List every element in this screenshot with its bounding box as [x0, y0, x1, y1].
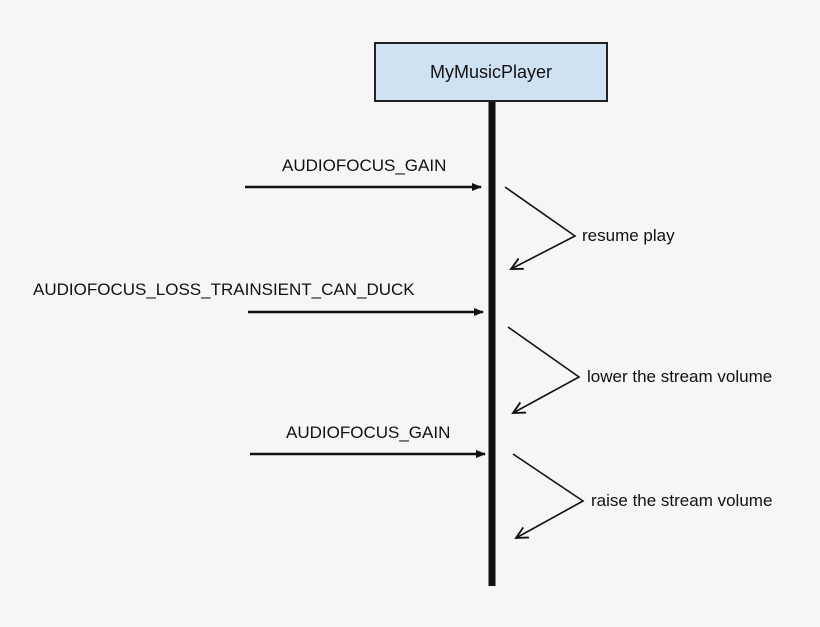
response-arrow-3	[512, 453, 585, 538]
message-label-3: AUDIOFOCUS_GAIN	[286, 423, 451, 442]
message-label-1: AUDIOFOCUS_GAIN	[282, 156, 447, 175]
response-arrow-1	[504, 186, 577, 269]
participant-name: MyMusicPlayer	[429, 61, 553, 82]
participant-box: MyMusicPlayer	[374, 42, 608, 102]
response-label-3: raise the stream volume	[591, 491, 773, 510]
response-label-1: resume play	[582, 226, 675, 245]
response-arrow-2	[507, 326, 581, 413]
message-label-2: AUDIOFOCUS_LOSS_TRAINSIENT_CAN_DUCK	[33, 280, 415, 299]
response-label-2: lower the stream volume	[587, 367, 773, 386]
